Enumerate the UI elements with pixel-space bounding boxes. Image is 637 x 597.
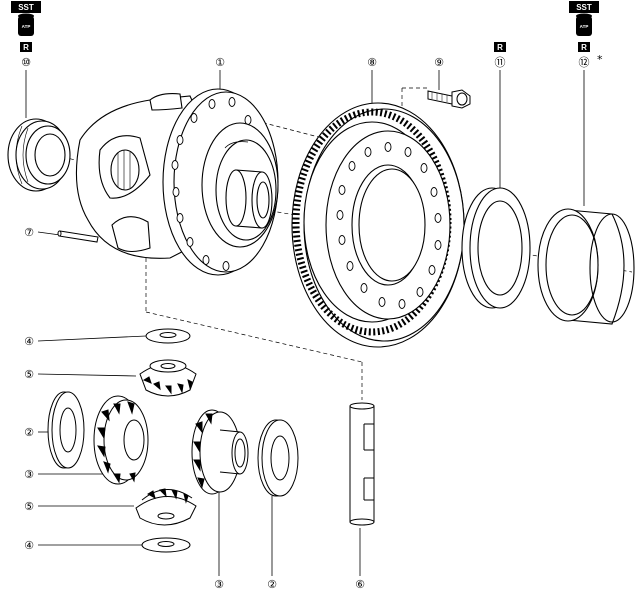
tag-stack-part-11: R (494, 42, 506, 52)
side-gear-part-3-bottom (191, 409, 249, 495)
pinion-gear-part-5-upper (139, 359, 197, 397)
side-gear-teeth (193, 413, 213, 489)
callout-5-upper: ⑤ (24, 368, 34, 381)
sst-tag-label: SST (576, 3, 592, 12)
callout-3-bottom: ③ (214, 578, 224, 591)
r-tag (578, 42, 590, 52)
r-tag-label: R (581, 43, 587, 52)
atp-label: ATP (22, 24, 31, 29)
pinion-teeth (142, 376, 193, 395)
side-gear-part-3-left (93, 395, 149, 485)
thrust-washer-part-2-left (47, 391, 85, 469)
r-tag (494, 42, 506, 52)
tag-stack-part-10: SST ATP R (11, 1, 41, 52)
leader-lines (25, 70, 585, 576)
callout-10: ⑩ (21, 56, 31, 69)
callout-11: ⑪ (495, 56, 506, 69)
sst-tag (11, 1, 41, 13)
atp-fluid-can-icon: ATP (18, 13, 34, 36)
differential-case-part-1 (75, 88, 279, 276)
r-tag (20, 42, 32, 52)
callout-8: ⑧ (367, 56, 377, 69)
callout-12: ⑫ (579, 56, 590, 69)
callout-9: ⑨ (434, 56, 444, 69)
callout-2-bottom: ② (267, 578, 277, 591)
sst-tag (569, 1, 599, 13)
callout-labels: ⑩ ① ⑧ ⑨ ⑪ ⑫ * ⑦ ④ ⑤ ② ③ ⑤ ④ ③ ② ⑥ (21, 53, 603, 591)
callout-4-lower: ④ (24, 539, 34, 552)
callout-2-left: ② (24, 426, 34, 439)
callout-5-lower: ⑤ (24, 500, 34, 513)
side-gear-teeth (97, 401, 136, 484)
thrust-washer-part-4-upper (145, 328, 191, 344)
callout-7: ⑦ (24, 226, 34, 239)
ring-gear-part-8 (291, 102, 465, 348)
atp-label: ATP (580, 24, 589, 29)
asterisk-mark: * (597, 53, 603, 66)
pin-part-7 (57, 230, 99, 243)
pinion-teeth (147, 488, 189, 504)
r-tag-label: R (497, 43, 503, 52)
callout-1: ① (215, 56, 225, 69)
thrust-washer-part-4-lower (141, 537, 191, 553)
callout-3-left: ③ (24, 468, 34, 481)
shim-part-11 (461, 187, 531, 309)
bearing-part-10 (7, 118, 71, 192)
thrust-washer-part-2-bottom (257, 419, 299, 497)
bolt-part-9 (427, 89, 471, 109)
pinion-shaft-part-6 (349, 402, 375, 526)
pinion-gear-part-5-lower (135, 488, 197, 526)
flange-bolt-holes (171, 97, 266, 271)
callout-4-upper: ④ (24, 335, 34, 348)
r-tag-label: R (23, 43, 29, 52)
tag-stack-part-12: SST ATP R (569, 1, 599, 52)
sst-tag-label: SST (18, 3, 34, 12)
bearing-race-part-12 (537, 208, 635, 325)
atp-fluid-can-icon: ATP (576, 13, 592, 36)
callout-6: ⑥ (355, 578, 365, 591)
ring-gear-bolt-holes (336, 142, 442, 309)
